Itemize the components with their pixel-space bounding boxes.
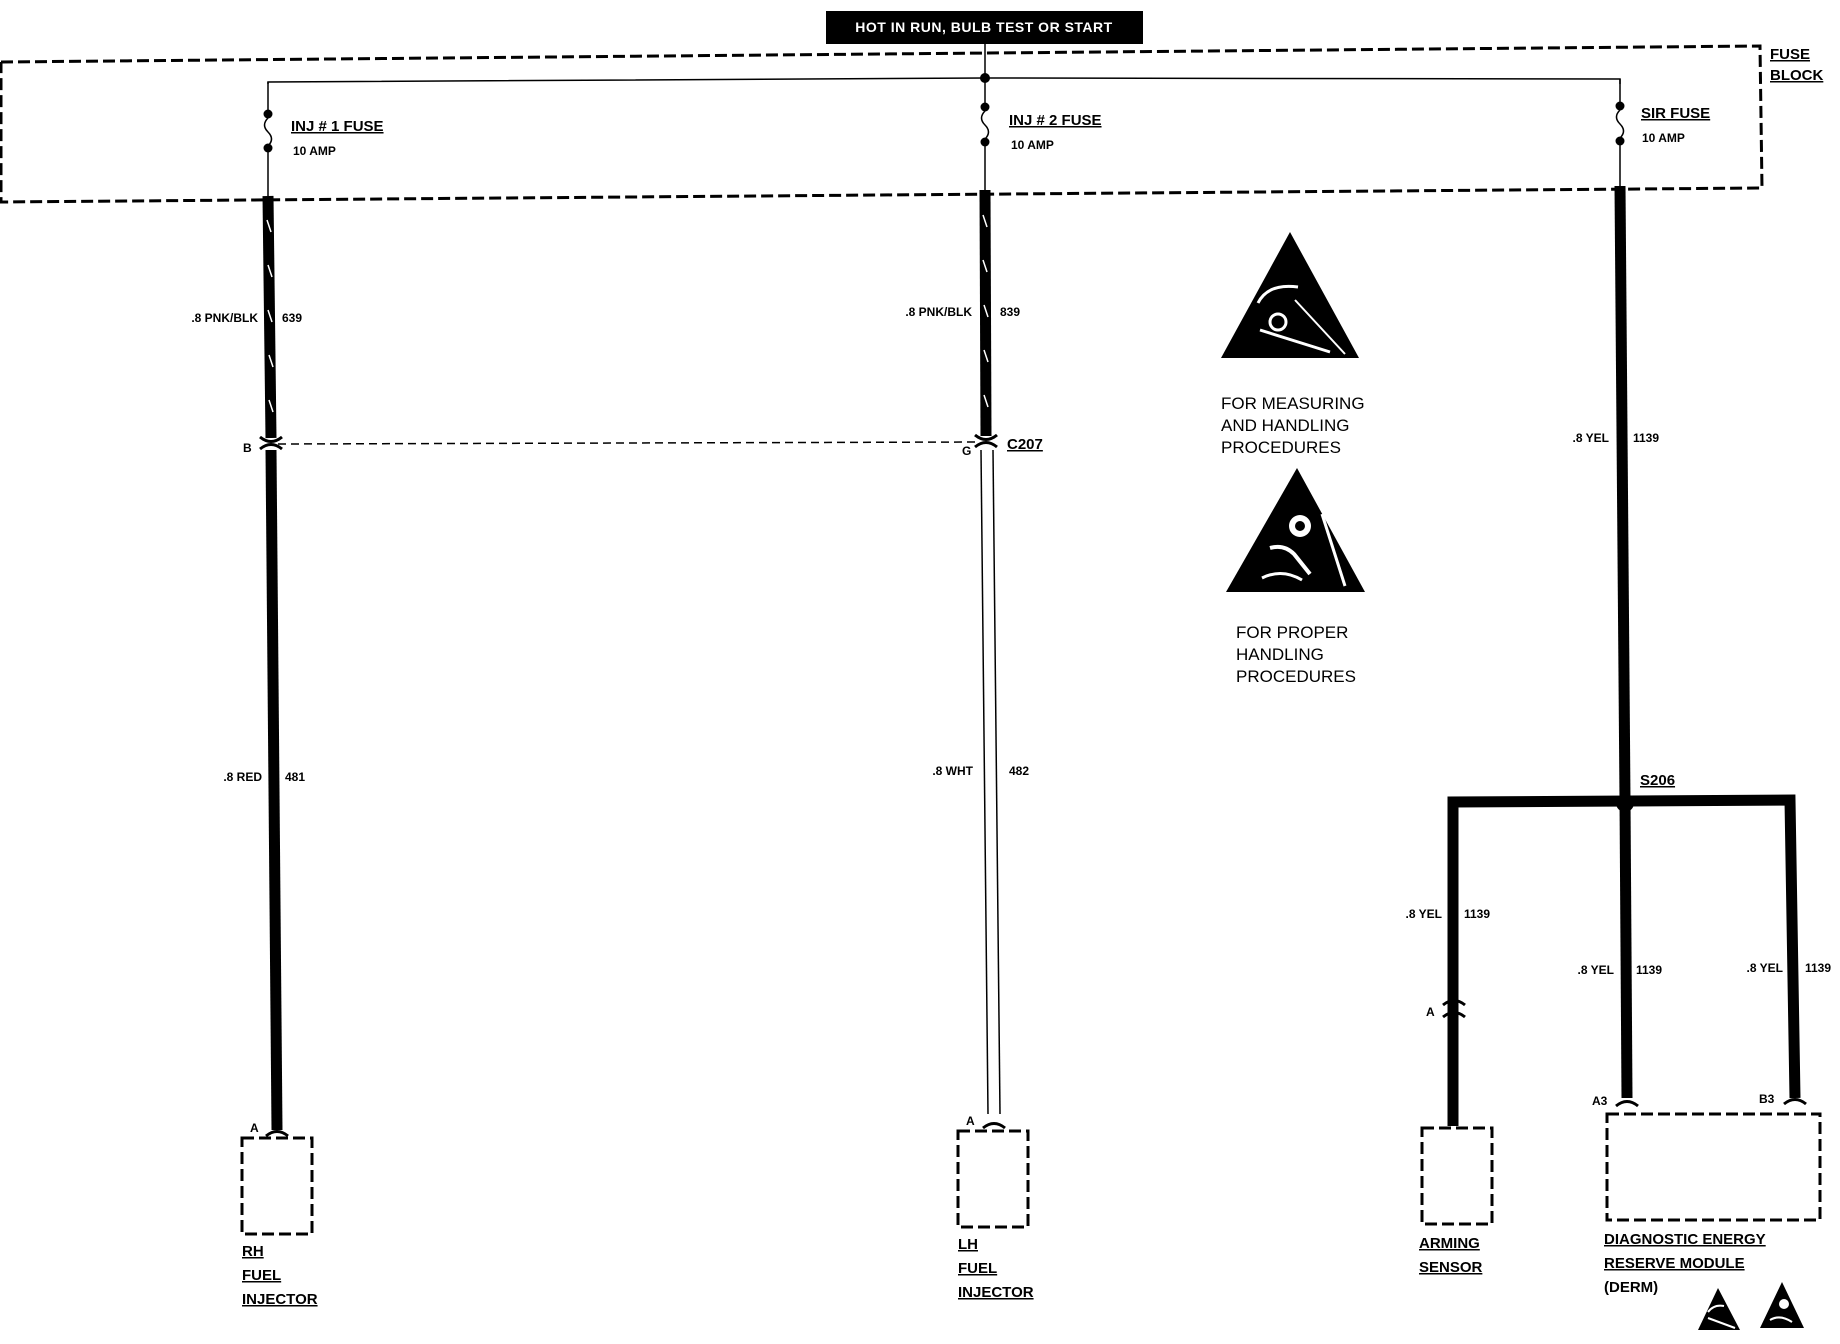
derm-box bbox=[1605, 1112, 1822, 1222]
wire-sir-upper-circuit: 1139 bbox=[1633, 431, 1659, 445]
rh-injector-label-2: FUEL bbox=[242, 1267, 281, 1284]
wire-inj2-lower-circuit: 482 bbox=[1009, 764, 1029, 778]
derm-label-3: (DERM) bbox=[1604, 1279, 1658, 1296]
derm-pin-a3: A3 bbox=[1592, 1094, 1608, 1108]
sir-note-line-2: HANDLING bbox=[1236, 645, 1324, 664]
sir-note-line-1: FOR PROPER bbox=[1236, 623, 1348, 642]
rh-injector-pin: A bbox=[250, 1121, 259, 1135]
lh-injector-terminal bbox=[982, 1122, 1006, 1130]
wire-arming-circuit: 1139 bbox=[1464, 907, 1490, 921]
fuse-inj2-rating: 10 AMP bbox=[1011, 138, 1054, 152]
fuse-inj2-name: INJ # 2 FUSE bbox=[1009, 112, 1102, 129]
wire-inj2-upper bbox=[979, 189, 992, 437]
derm-label-2: RESERVE MODULE bbox=[1604, 1255, 1745, 1272]
lh-injector-label-2: FUEL bbox=[958, 1260, 997, 1277]
wire-arming-color: .8 YEL bbox=[1406, 907, 1442, 921]
esd-note-line-1: FOR MEASURING bbox=[1221, 394, 1365, 413]
arming-sensor-label-2: SENSOR bbox=[1419, 1259, 1483, 1276]
fuse-block-outline bbox=[0, 44, 1764, 204]
rh-injector-box bbox=[240, 1136, 314, 1236]
wire-inj2-upper-circuit: 839 bbox=[1000, 305, 1020, 319]
wire-inj2-stripes bbox=[982, 214, 989, 408]
connector-c207 bbox=[259, 433, 998, 451]
wire-sir-upper-color: .8 YEL bbox=[1573, 431, 1609, 445]
rh-injector-label-1: RH bbox=[242, 1243, 264, 1260]
fuse-inj1-name: INJ # 1 FUSE bbox=[291, 118, 384, 135]
wire-inj1-lower-color: .8 RED bbox=[223, 770, 262, 784]
fuse-block-label-1: FUSE bbox=[1770, 46, 1810, 63]
wire-inj2-upper-color: .8 PNK/BLK bbox=[905, 305, 972, 319]
esd-warning-icon-small bbox=[1698, 1288, 1740, 1330]
wire-inj2-lower-color: .8 WHT bbox=[932, 764, 973, 778]
arming-inline-pin: A bbox=[1426, 1005, 1435, 1019]
fuse-inj1 bbox=[263, 82, 273, 196]
wire-derm-a3 bbox=[1619, 799, 1633, 1099]
wire-derm-a3-circuit: 1139 bbox=[1636, 963, 1662, 977]
wire-inj1-upper-color: .8 PNK/BLK bbox=[191, 311, 258, 325]
sir-note-line-3: PROCEDURES bbox=[1236, 667, 1356, 686]
fuse-sir-rating: 10 AMP bbox=[1642, 131, 1685, 145]
esd-note-line-3: PROCEDURES bbox=[1221, 438, 1341, 457]
rh-injector-terminal bbox=[265, 1130, 289, 1138]
splice-s206-dot bbox=[1616, 794, 1634, 812]
wire-inj1-upper-circuit: 639 bbox=[282, 311, 302, 325]
lh-injector-label-1: LH bbox=[958, 1236, 978, 1253]
fuse-bus-bar bbox=[267, 77, 1621, 84]
lh-injector-label-3: INJECTOR bbox=[958, 1284, 1034, 1301]
fuse-inj1-rating: 10 AMP bbox=[293, 144, 336, 158]
lh-injector-box bbox=[956, 1129, 1030, 1229]
connector-pin-b: B bbox=[243, 441, 252, 455]
arming-sensor-label-1: ARMING bbox=[1419, 1235, 1480, 1252]
wire-inj1-lower-circuit: 481 bbox=[285, 770, 305, 784]
wire-inj2-lower bbox=[980, 449, 1001, 1115]
fuse-sir-name: SIR FUSE bbox=[1641, 105, 1710, 122]
derm-terminal-b3 bbox=[1783, 1098, 1807, 1106]
rh-injector-label-3: INJECTOR bbox=[242, 1291, 318, 1308]
fuse-inj2 bbox=[980, 78, 990, 190]
derm-label-1: DIAGNOSTIC ENERGY bbox=[1604, 1231, 1766, 1248]
fuse-sir bbox=[1615, 79, 1625, 186]
arming-inline-connector-lower bbox=[1442, 1011, 1466, 1019]
esd-note-line-2: AND HANDLING bbox=[1221, 416, 1349, 435]
power-label-box bbox=[826, 11, 1143, 44]
connector-name: C207 bbox=[1007, 436, 1043, 453]
wire-derm-b3-color: .8 YEL bbox=[1747, 961, 1783, 975]
lh-injector-pin: A bbox=[966, 1114, 975, 1128]
arming-sensor-box bbox=[1420, 1126, 1494, 1226]
wire-inj1-stripes bbox=[266, 219, 274, 413]
power-label: HOT IN RUN, BULB TEST OR START bbox=[855, 19, 1112, 35]
derm-terminal-a3 bbox=[1615, 1100, 1639, 1108]
wire-inj1-lower bbox=[265, 449, 283, 1131]
wire-derm-b3-circuit: 1139 bbox=[1805, 961, 1831, 975]
esd-warning-icon bbox=[1221, 232, 1359, 358]
arming-inline-connector-upper bbox=[1442, 999, 1466, 1007]
connector-pin-g: G bbox=[962, 444, 971, 458]
fuse-block-label-2: BLOCK bbox=[1770, 67, 1823, 84]
splice-name: S206 bbox=[1640, 772, 1675, 789]
wire-sir-upper bbox=[1614, 185, 1631, 801]
wire-derm-a3-color: .8 YEL bbox=[1578, 963, 1614, 977]
airbag-warning-icon-small bbox=[1760, 1282, 1804, 1328]
wire-inj1-upper bbox=[262, 195, 277, 439]
airbag-warning-icon bbox=[1226, 468, 1365, 592]
derm-pin-b3: B3 bbox=[1759, 1092, 1775, 1106]
